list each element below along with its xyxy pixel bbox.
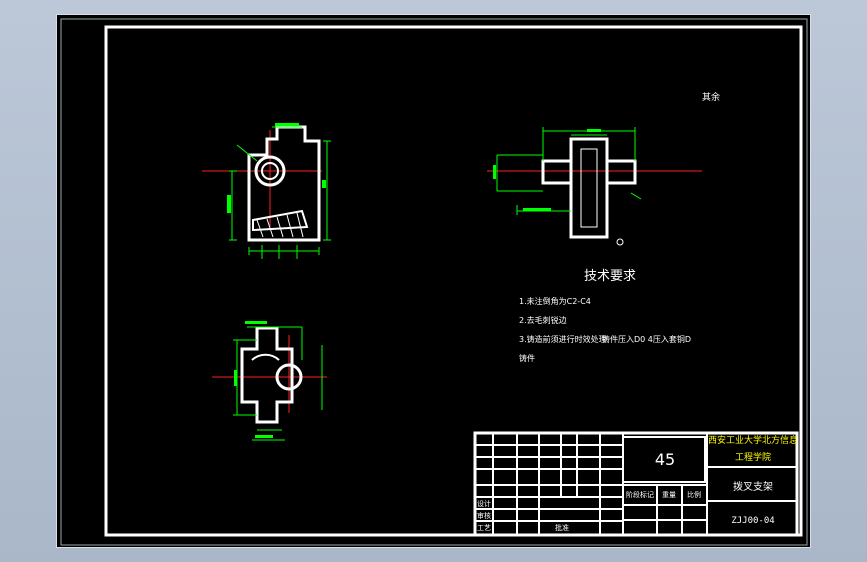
outer-frame xyxy=(60,18,808,546)
tech-req-item: 1.未注倒角为C2-C4 xyxy=(519,296,591,306)
drawing-number: ZJJ00-04 xyxy=(731,516,774,526)
cad-viewport[interactable]: 其余 技术要求 1.未注倒角为C2-C4 2.去毛刺锐边 3.铸造前须进行时效处… xyxy=(56,14,811,548)
cad-drawing: 其余 技术要求 1.未注倒角为C2-C4 2.去毛刺锐边 3.铸造前须进行时效处… xyxy=(60,18,808,546)
title-block: 45 西安工业大学北方信息 工程学院 拨叉支架 ZJJ00-04 阶段标记 重量… xyxy=(473,431,799,537)
weight-label: 重量 xyxy=(662,491,676,499)
row-label-review: 审核 xyxy=(477,511,491,520)
scale-label: 比例 xyxy=(687,490,701,499)
main-view xyxy=(202,123,331,259)
material-text: 45 xyxy=(655,450,675,469)
stage-label: 阶段标记 xyxy=(626,490,654,499)
row-label-design: 设计 xyxy=(477,499,491,508)
tech-req-extra: 铸件压入D0 4压入套铜D xyxy=(602,334,691,344)
drawing-border xyxy=(104,25,803,537)
row-label-process: 工艺 xyxy=(477,524,491,532)
side-view xyxy=(487,127,702,246)
part-name: 拨叉支架 xyxy=(733,480,773,493)
tech-req-item: 3.铸造前须进行时效处理 xyxy=(519,334,607,344)
surface-note: 其余 xyxy=(702,91,720,103)
tech-req-title: 技术要求 xyxy=(584,269,636,284)
tech-req-item: 2.去毛刺锐边 xyxy=(519,315,567,325)
department-name: 工程学院 xyxy=(735,451,771,463)
row-label-approve: 批准 xyxy=(555,523,569,532)
top-view xyxy=(212,321,327,441)
tech-req-item: 铸件 xyxy=(519,353,535,363)
school-name: 西安工业大学北方信息 xyxy=(708,434,798,446)
technical-requirements: 技术要求 1.未注倒角为C2-C4 2.去毛刺锐边 3.铸造前须进行时效处理 铸… xyxy=(519,269,691,363)
